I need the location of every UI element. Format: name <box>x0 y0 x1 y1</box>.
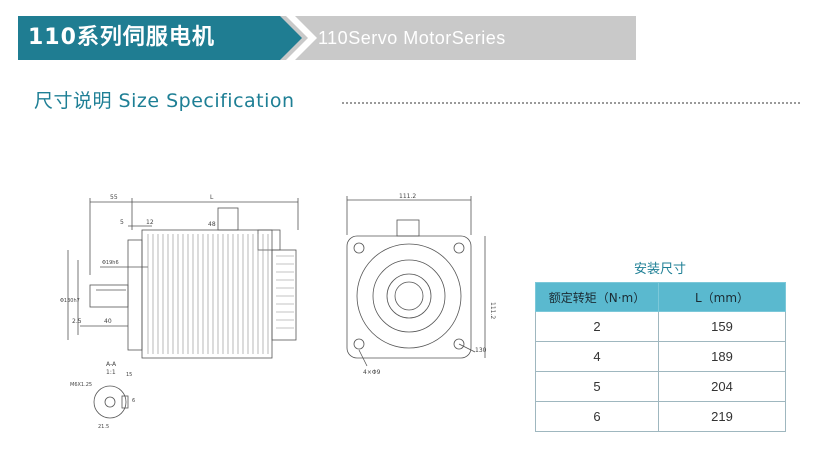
cell-torque: 6 <box>535 401 659 432</box>
banner-dark-band <box>18 16 302 60</box>
cell-torque: 5 <box>535 371 659 402</box>
cell-length: 204 <box>658 371 786 402</box>
dim-label-2-5: 2.5 <box>72 318 82 325</box>
key-21-5-label: 21.5 <box>98 424 109 430</box>
cell-torque: 4 <box>535 341 659 372</box>
banner-chevron <box>286 16 317 60</box>
banner-light-band <box>268 16 636 60</box>
dim-label-shaft: Φ19h6 <box>102 260 119 266</box>
dim-label-48: 48 <box>208 221 216 228</box>
table-row: 6 219 <box>535 401 786 432</box>
front-view-svg: 111.2 111.2 130 4×Φ9 <box>346 193 496 376</box>
section-scale: 1:1 <box>106 369 116 376</box>
table-title: 安装尺寸 <box>633 262 686 277</box>
front-view-drawing: 111.2 111.2 130 4×Φ9 <box>335 190 505 385</box>
key-15-label: 15 <box>126 372 132 378</box>
side-view-drawing: 55 L 5 12 48 Φ19h6 Φ130h7 2.5 40 A-A 1:1… <box>60 190 320 445</box>
header-length: L（mm） <box>658 282 786 312</box>
front-dim-top: 111.2 <box>399 193 416 200</box>
dim-label-5: 5 <box>120 219 124 226</box>
cell-length: 159 <box>658 311 786 342</box>
table-row: 4 189 <box>535 341 786 372</box>
cell-torque: 2 <box>535 311 659 342</box>
spec-table: 额定转矩（N·m） L（mm） 2 159 4 189 5 204 6 219 <box>535 282 786 432</box>
table-header-row: 额定转矩（N·m） L（mm） <box>535 282 786 312</box>
dim-label-12: 12 <box>146 219 154 226</box>
side-view-svg: 55 L 5 12 48 Φ19h6 Φ130h7 2.5 40 A-A 1:1… <box>60 194 299 430</box>
banner-shape <box>18 16 636 60</box>
table-row: 5 204 <box>535 371 786 402</box>
front-dim-holes: 4×Φ9 <box>363 369 381 376</box>
page-title: 110系列伺服电机 <box>28 25 215 50</box>
cell-length: 219 <box>658 401 786 432</box>
dim-label-55: 55 <box>110 194 118 201</box>
section-heading: 尺寸说明 Size Specification <box>34 90 295 112</box>
header-banner: 110系列伺服电机 110Servo MotorSeries <box>18 16 636 60</box>
front-dim-right: 111.2 <box>489 302 496 319</box>
dim-label-flange: Φ130h7 <box>60 298 80 304</box>
dim-label-40: 40 <box>104 318 112 325</box>
section-label: A-A <box>106 361 117 368</box>
front-dim-130: 130 <box>475 347 487 354</box>
thread-label: M6X1.25 <box>70 382 92 388</box>
table-row: 2 159 <box>535 311 786 342</box>
section-dotted-rule <box>342 102 800 104</box>
page-subtitle: 110Servo MotorSeries <box>318 28 506 48</box>
dim-label-L: L <box>210 194 214 201</box>
cell-length: 189 <box>658 341 786 372</box>
header-torque: 额定转矩（N·m） <box>535 282 659 312</box>
key-6-label: 6 <box>132 398 135 404</box>
